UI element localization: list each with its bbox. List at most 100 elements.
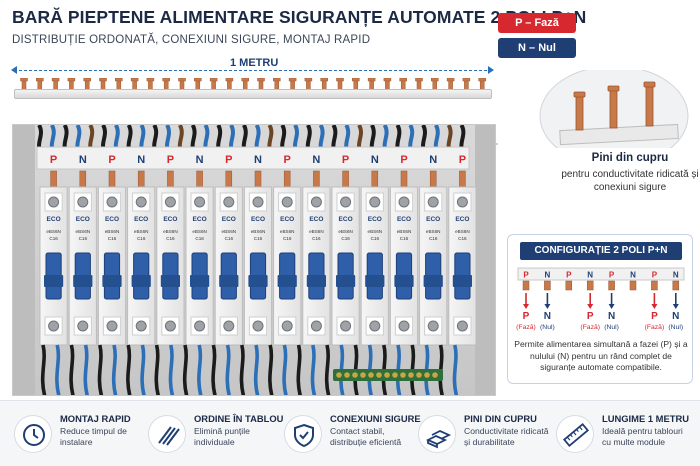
breaker-model: eBS6N	[397, 229, 412, 234]
busbar-letter: P	[284, 154, 291, 166]
screw-icon	[194, 196, 206, 208]
busbar-pin-tab	[36, 78, 44, 82]
configuration-title: CONFIGURAȚIE 2 POLI P+N	[520, 242, 682, 260]
breaker-model: eBS6N	[368, 229, 383, 234]
wire	[97, 344, 104, 395]
configuration-note: Permite alimentarea simultană a fazei (P…	[514, 339, 688, 372]
config-arrow-letter: P	[523, 311, 530, 322]
breaker-rating: C16	[195, 236, 204, 241]
config-pin	[586, 280, 594, 291]
terminal-screw-icon	[392, 372, 398, 378]
features-strip: MONTAJ RAPID Reduce timpul de instalare …	[0, 400, 700, 466]
screw-icon	[164, 320, 176, 332]
busbar-letter: N	[429, 154, 437, 166]
busbar-letter: N	[371, 154, 379, 166]
screw-icon	[194, 320, 206, 332]
busbar-letter: P	[108, 154, 115, 166]
length-arrow-right-icon	[488, 66, 494, 74]
breaker-handle-grip	[102, 275, 122, 287]
wire	[367, 344, 374, 395]
config-arrow-head-icon	[587, 304, 594, 309]
busbar-pin-tab	[320, 78, 328, 82]
screw-icon	[106, 196, 118, 208]
screw-icon	[77, 320, 89, 332]
config-arrow-letter: P	[651, 311, 658, 322]
wire	[140, 344, 146, 395]
screw-icon	[281, 196, 293, 208]
busbar-pin-tab	[478, 78, 486, 82]
screw-icon	[135, 196, 147, 208]
config-pin-letter: P	[566, 271, 572, 280]
breaker-brand: ECO	[134, 216, 148, 223]
wire	[296, 344, 303, 395]
feature-title: CONEXIUNI SIGURE	[330, 413, 421, 424]
wire	[55, 344, 61, 395]
screw-icon	[135, 320, 147, 332]
breaker-model: eBS6N	[455, 229, 470, 234]
wire	[83, 344, 90, 395]
config-arrow-sub: (Nul)	[668, 324, 683, 331]
length-arrow-left-icon	[11, 66, 17, 74]
config-arrow-sub: (Fază)	[580, 324, 600, 331]
busbar-letter: N	[196, 154, 204, 166]
terminal-screw-icon	[336, 372, 342, 378]
breaker-brand: ECO	[76, 216, 90, 223]
busbar-pin	[283, 170, 291, 188]
wire	[69, 344, 75, 395]
wire	[154, 344, 161, 395]
config-arrow-letter: P	[587, 311, 594, 322]
breaker-brand: ECO	[339, 216, 353, 223]
breaker-rating: C16	[225, 236, 234, 241]
busbar-pin-tab	[383, 78, 392, 82]
wire	[253, 344, 260, 395]
breaker-handle-grip	[336, 275, 356, 287]
breaker-brand: ECO	[426, 216, 440, 223]
breaker-rating: C16	[400, 236, 409, 241]
breaker-model: eBS6N	[134, 229, 149, 234]
busbar-pin	[137, 170, 145, 188]
breaker-rating: C16	[458, 236, 467, 241]
wire	[310, 344, 317, 395]
pins-zoom-illustration	[492, 70, 689, 148]
config-arrow-head-icon	[608, 304, 615, 309]
screw-icon	[369, 320, 381, 332]
breaker-rating: C16	[429, 236, 438, 241]
breaker-rating: C16	[312, 236, 321, 241]
wire	[410, 344, 416, 395]
breaker-rating: C16	[79, 236, 88, 241]
breaker-handle-grip	[394, 275, 414, 287]
breaker-handle-grip	[365, 275, 385, 287]
screw-icon	[398, 320, 410, 332]
terminal-screw-icon	[432, 372, 438, 378]
config-pin	[629, 280, 637, 291]
breaker-model: eBS6N	[280, 229, 295, 234]
terminal-screw-icon	[400, 372, 406, 378]
shield-check-icon	[284, 415, 322, 453]
feature-description: Ideală pentru tablouri cu multe module	[602, 426, 683, 447]
busbar-pin-tab	[273, 78, 281, 82]
breaker-rating: C16	[341, 236, 350, 241]
busbar-pin-tab	[178, 78, 186, 82]
wire	[197, 344, 203, 395]
terminal-screw-icon	[376, 372, 382, 378]
busbar-pin-tab	[99, 78, 107, 82]
breaker-rating: C16	[49, 236, 58, 241]
screw-icon	[281, 320, 293, 332]
breaker-model: eBS6N	[222, 229, 237, 234]
breaker-brand: ECO	[309, 216, 323, 223]
feature-title: LUNGIME 1 METRU	[602, 413, 689, 424]
busbar-cover	[36, 146, 470, 170]
breaker-rating: C16	[371, 236, 380, 241]
config-arrow-head-icon	[672, 304, 679, 309]
busbar-letter: P	[167, 154, 174, 166]
screw-icon	[369, 196, 381, 208]
breaker-model: eBS6N	[46, 229, 61, 234]
breaker-model: eBS6N	[163, 229, 178, 234]
breaker-rating: C16	[254, 236, 263, 241]
